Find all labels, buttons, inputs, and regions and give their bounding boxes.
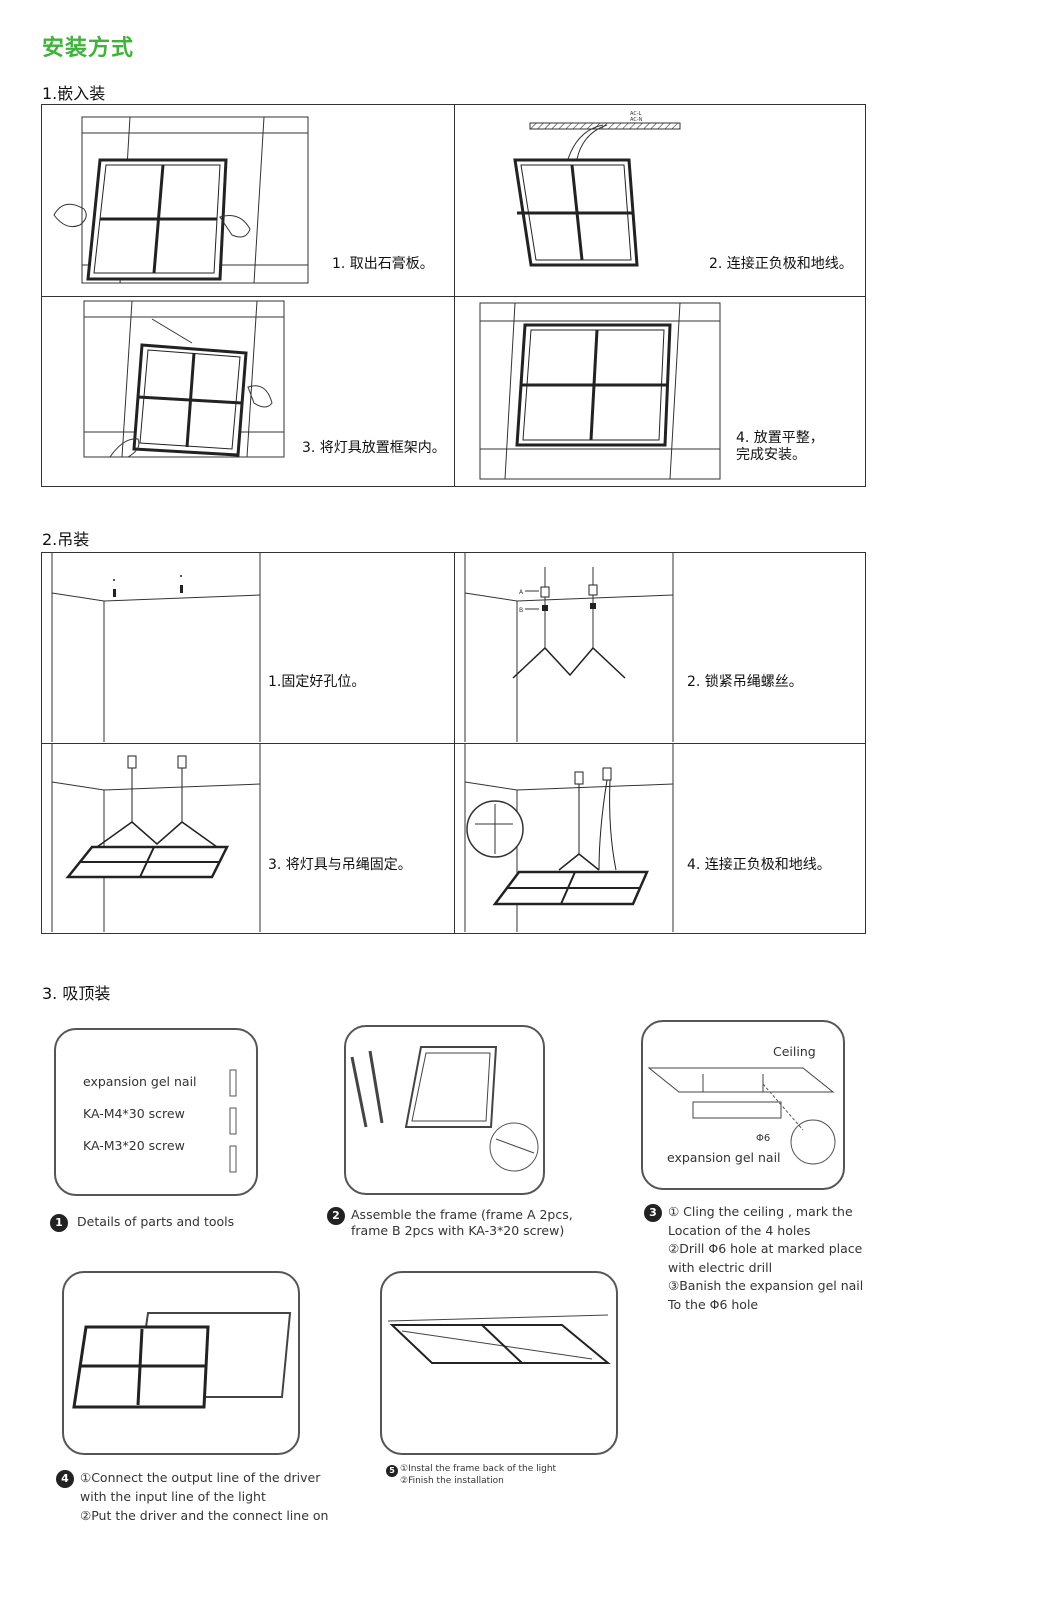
label-b: B [519, 607, 523, 614]
connect-driver-card [62, 1271, 300, 1455]
section-heading-embedded: 1.嵌入装 [42, 84, 106, 103]
fix-hole-positions-illustration [51, 553, 261, 742]
section-heading-surface: 3. 吸顶装 [42, 984, 111, 1003]
expansion-nail-label: expansion gel nail [667, 1150, 781, 1165]
parts-tools-card: expansion gel nail KA-M4*30 screw KA-M3*… [54, 1028, 258, 1196]
suspended-step-4-cell: 4. 连接正负极和地线。 [454, 743, 866, 934]
place-light-in-frame-illustration [83, 300, 285, 458]
remove-ceiling-board-illustration [53, 116, 309, 284]
suspended-step-1-caption: 1.固定好孔位。 [268, 674, 366, 690]
step-5-badge: 5 [386, 1465, 398, 1477]
embedded-step-2-cell: AC-L AC-N 2. 连接正负极和地线。 [454, 104, 866, 297]
wire-label-l: AC-L [630, 111, 642, 117]
suspended-step-4-caption: 4. 连接正负极和地线。 [687, 857, 831, 873]
parts-line-3: KA-M3*20 screw [83, 1138, 185, 1153]
parts-line-1: expansion gel nail [83, 1074, 197, 1089]
step-2-text: Assemble the frame (frame A 2pcs, frame … [351, 1207, 573, 1238]
embedded-step-2-caption: 2. 连接正负极和地线。 [709, 256, 853, 272]
suspended-step-3-caption: 3. 将灯具与吊绳固定。 [268, 857, 412, 873]
finished-embedded-install-illustration [479, 302, 721, 480]
assemble-frame-card [344, 1025, 545, 1195]
install-frame-card [380, 1271, 618, 1455]
connect-wires-suspended-illustration [464, 744, 674, 932]
embedded-step-4-cell: 4. 放置平整， 完成安装。 [454, 296, 866, 487]
suspended-step-2-cell: A B 2. 锁紧吊绳螺丝。 [454, 552, 866, 744]
step-4-badge: 4 [56, 1470, 74, 1488]
frame-install-illustration [387, 1314, 611, 1364]
step-5-text: ①Instal the frame back of the light ②Fin… [400, 1464, 557, 1486]
tighten-wire-screws-illustration: A B [464, 553, 674, 742]
led-panel-drawing [86, 158, 228, 281]
attach-light-to-wires-illustration [51, 744, 261, 932]
driver-connection-illustration [72, 1312, 292, 1409]
parts-line-2: KA-M4*30 screw [83, 1106, 185, 1121]
embedded-step-4-caption: 4. 放置平整， 完成安装。 [736, 430, 824, 463]
suspended-step-2-caption: 2. 锁紧吊绳螺丝。 [687, 674, 803, 690]
step-3-text: ① Cling the ceiling , mark the Location … [668, 1204, 864, 1312]
embedded-install-grid: 1. 取出石膏板。 AC-L AC-N 2. 连接正负极和地线。 [41, 104, 866, 487]
suspended-install-grid: 1.固定好孔位。 A B 2. 锁紧吊绳螺丝。 [41, 552, 866, 934]
frame-assembly-illustration [350, 1046, 539, 1172]
ceiling-mount-card: Ceiling Φ6 expansion gel nail [641, 1020, 845, 1190]
section-heading-suspended: 2.吊装 [42, 530, 90, 549]
step-4-text: ①Connect the output line of the driver w… [80, 1470, 329, 1523]
embedded-step-3-caption: 3. 将灯具放置框架内。 [302, 440, 446, 456]
label-a: A [519, 589, 524, 596]
embedded-step-3-cell: 3. 将灯具放置框架内。 [41, 296, 455, 487]
suspended-step-3-cell: 3. 将灯具与吊绳固定。 [41, 743, 455, 934]
step-2-badge: 2 [327, 1207, 345, 1225]
step-3-badge: 3 [644, 1204, 662, 1222]
step-1-text: Details of parts and tools [77, 1214, 235, 1229]
ceiling-drill-illustration [647, 1067, 836, 1165]
page-title: 安装方式 [42, 36, 135, 61]
connect-wires-illustration: AC-L AC-N [513, 111, 681, 267]
embedded-step-1-caption: 1. 取出石膏板。 [332, 256, 434, 272]
ceiling-label: Ceiling [773, 1044, 816, 1059]
phi6-label: Φ6 [756, 1133, 771, 1144]
suspended-step-1-cell: 1.固定好孔位。 [41, 552, 455, 744]
step-1-badge: 1 [50, 1214, 68, 1232]
wire-label-n: AC-N [630, 117, 643, 123]
embedded-step-1-cell: 1. 取出石膏板。 [41, 104, 455, 297]
screws-icon [229, 1069, 237, 1173]
